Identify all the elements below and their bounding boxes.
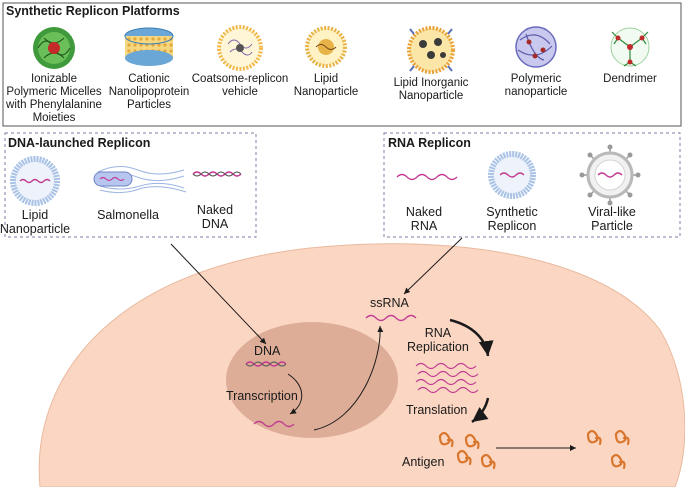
antigen-label: Antigen	[402, 455, 445, 469]
lipid-inorganic-nanoparticle-icon	[407, 26, 455, 74]
nanolipoprotein-icon	[124, 27, 174, 66]
dna-in-nucleus	[245, 361, 287, 367]
flow-arrows	[170, 237, 576, 451]
rna-replicon-box	[383, 132, 681, 238]
nucleus	[226, 322, 398, 438]
naked-rna-icon	[396, 173, 458, 181]
antigen-clusters	[438, 429, 630, 470]
transcription-label: Transcription	[226, 389, 298, 403]
replicated-rna-strands	[415, 362, 479, 394]
arrow-export-to-ssrna	[313, 325, 384, 431]
ssrna-strand	[365, 314, 417, 322]
dendrimer-icon	[610, 27, 650, 67]
rna-replicon-title: RNA Replicon	[388, 136, 471, 150]
lipid-nanoparticle-icon	[305, 26, 347, 68]
arrow-replication	[449, 318, 494, 357]
polymeric-nanoparticle-icon	[515, 26, 557, 68]
polymeric-micelle-icon	[33, 27, 75, 69]
translation-label: Translation	[406, 403, 468, 417]
dna-lipid-nanoparticle-icon	[10, 156, 60, 206]
naked-dna-icon	[192, 171, 242, 177]
viral-like-particle-icon	[579, 144, 641, 206]
dna-label-salmonella: Salmonella	[97, 208, 159, 222]
ssrna-label: ssRNA	[370, 296, 409, 310]
arrow-transcription	[287, 373, 303, 415]
arrow-translation	[471, 397, 490, 423]
platform-label-dendrimer: Dendrimer	[603, 73, 657, 85]
synthetic-replicon-icon	[488, 151, 536, 199]
arrow-rna-to-cytoplasm	[403, 237, 463, 295]
arrow-dna-to-nucleus	[170, 243, 267, 345]
coatsome-vehicle-icon	[217, 25, 263, 71]
dna-label: DNA	[254, 344, 281, 358]
dna-replicon-title: DNA-launched Replicon	[8, 136, 151, 150]
synthetic-platforms-title: Synthetic Replicon Platforms	[6, 4, 180, 18]
salmonella-icon	[93, 166, 187, 194]
synthetic-platforms-box	[2, 2, 682, 127]
dna-replicon-box	[4, 132, 257, 238]
transcribed-rna	[253, 420, 295, 428]
